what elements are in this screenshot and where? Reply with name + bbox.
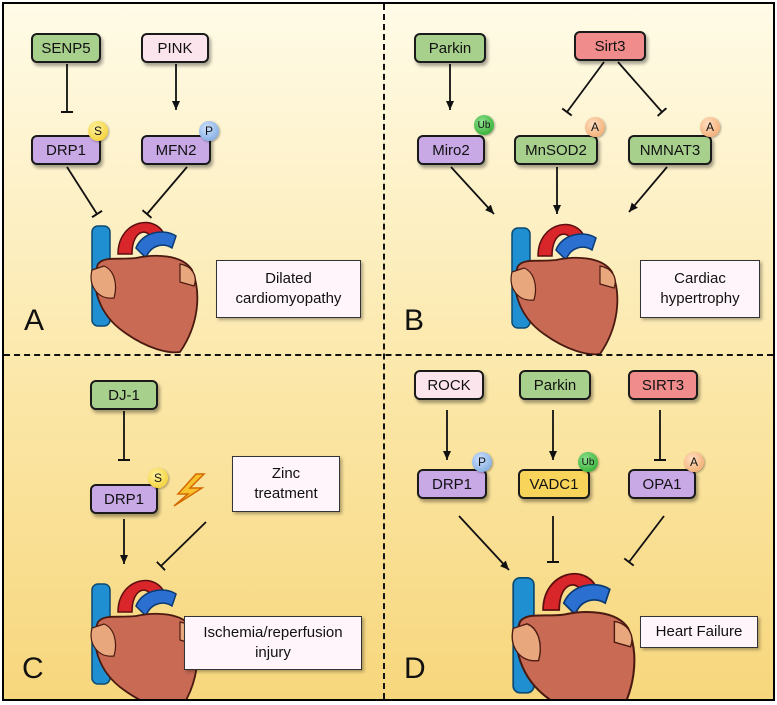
- zinc-treatment-label: Zinc treatment: [232, 456, 340, 512]
- sumoylation-badge-a: S: [88, 121, 108, 141]
- panel-letter-a: A: [24, 304, 45, 337]
- condition-label-b: Cardiac hypertrophy: [640, 260, 760, 318]
- heart-icon-b: [510, 223, 619, 356]
- diagram-graphics: [61, 61, 668, 699]
- drp1-node-d: DRP1: [417, 469, 487, 499]
- sirt3-node-b: Sirt3: [574, 31, 646, 61]
- condition-c-line2: injury: [255, 644, 291, 661]
- drp1-node-a: DRP1: [31, 135, 101, 165]
- heart-icon-a: [90, 221, 199, 354]
- horizontal-divider: [4, 354, 773, 356]
- condition-label-d: Heart Failure: [640, 616, 758, 648]
- condition-a-line1: Dilated: [265, 269, 312, 287]
- rock-node: ROCK: [414, 370, 484, 400]
- vertical-divider: [383, 4, 385, 699]
- heart-icon-d: [511, 572, 636, 699]
- mnsod2-node: MnSOD2: [514, 135, 598, 165]
- pink-node: PINK: [141, 33, 209, 63]
- opa1-node: OPA1: [628, 469, 696, 499]
- acetylation-badge-nmnat3: A: [700, 117, 720, 137]
- sumoylation-badge-c: S: [148, 468, 168, 488]
- panel-letter-c: C: [22, 652, 44, 685]
- ubiquitination-badge-b: Ub: [474, 115, 494, 135]
- condition-label-c: Ischemia/reperfusion injury: [184, 616, 362, 670]
- condition-c-line1: Ischemia/reperfusion: [203, 623, 343, 641]
- condition-b-line1: Cardiac: [674, 269, 726, 287]
- acetylation-badge-opa1: A: [684, 452, 704, 472]
- drp1-node-c: DRP1: [90, 484, 158, 514]
- dj1-node: DJ-1: [90, 380, 158, 410]
- condition-b-line2: hypertrophy: [660, 290, 740, 307]
- panel-letter-b: B: [404, 304, 425, 337]
- senp5-node: SENP5: [31, 33, 101, 63]
- zinc-line2: treatment: [254, 485, 318, 502]
- heart-icon-c: [90, 579, 199, 699]
- miro2-node: Miro2: [417, 135, 485, 165]
- sirt3-node-d: SIRT3: [628, 370, 698, 400]
- mfn2-node: MFN2: [141, 135, 211, 165]
- acetylation-badge-mnsod2: A: [585, 117, 605, 137]
- zinc-line1: Zinc: [271, 464, 301, 482]
- ubiquitination-badge-d: Ub: [578, 452, 598, 472]
- condition-label-a: Dilated cardiomyopathy: [216, 260, 361, 318]
- nmnat3-node: NMNAT3: [628, 135, 712, 165]
- phosphorylation-badge-a: P: [199, 121, 219, 141]
- vadc1-node: VADC1: [518, 469, 590, 499]
- lightning-icon: [173, 473, 206, 507]
- parkin-node-d: Parkin: [519, 370, 591, 400]
- parkin-node-b: Parkin: [414, 33, 486, 63]
- condition-a-line2: cardiomyopathy: [235, 290, 342, 307]
- phosphorylation-badge-d: P: [472, 452, 492, 472]
- panel-letter-d: D: [404, 652, 426, 685]
